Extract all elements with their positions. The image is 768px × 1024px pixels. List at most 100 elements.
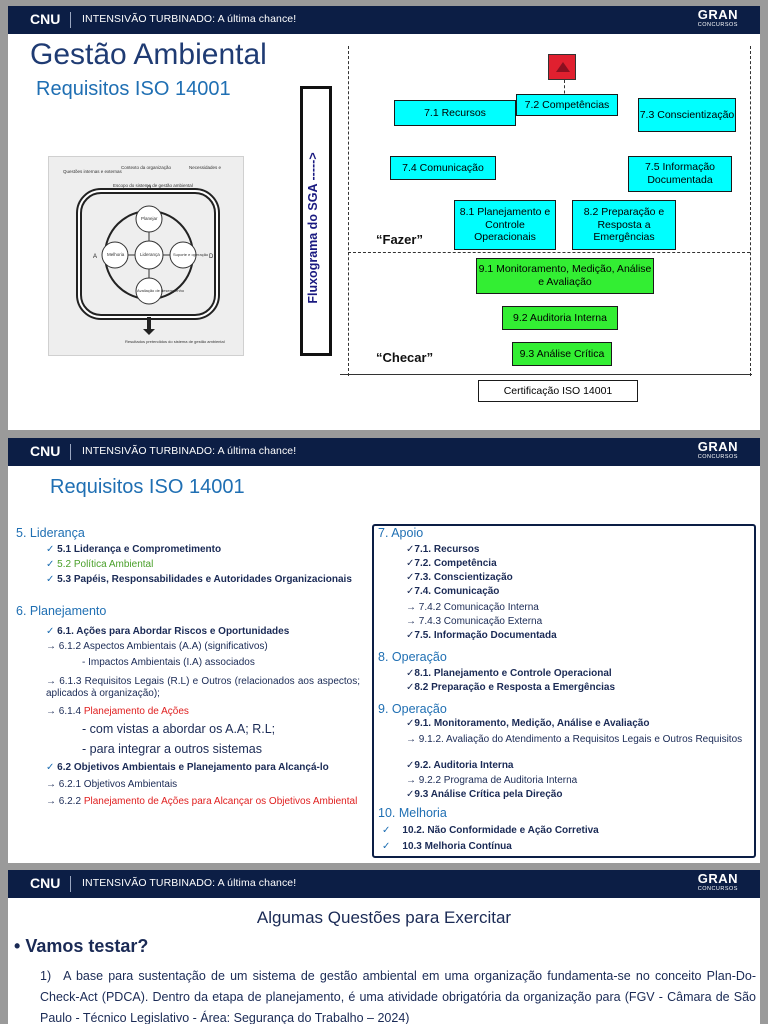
bullet-heading: • Vamos testar? bbox=[14, 936, 149, 956]
gran-logo: GRAN CONCURSOS bbox=[698, 440, 738, 461]
question-number: 1) bbox=[40, 969, 52, 983]
slide-subtitle: Requisitos ISO 14001 bbox=[36, 78, 231, 100]
slide-requisitos: CNU INTENSIVÃO TURBINADO: A última chanc… bbox=[8, 438, 760, 863]
item-10-3: ✓10.3 Melhoria Contínua bbox=[382, 841, 512, 852]
left-requirements-panel: 5. Liderança ✓ 5.1 Liderança e Compromet… bbox=[8, 522, 368, 862]
box-7-4: 7.4 Comunicação bbox=[390, 156, 496, 180]
triangle-icon bbox=[548, 54, 576, 80]
check-icon: ✓ bbox=[406, 789, 415, 800]
item-7-3: ✓7.3. Conscientização bbox=[406, 572, 513, 583]
item-7-5: ✓7.5. Informação Documentada bbox=[406, 630, 557, 641]
item-6-1: ✓ 6.1. Ações para Abordar Riscos e Oport… bbox=[46, 626, 290, 637]
slide-gestao-ambiental: CNU INTENSIVÃO TURBINADO: A última chanc… bbox=[8, 6, 760, 430]
pdca-figure: Questões internas e externas Contexto da… bbox=[48, 156, 244, 356]
box-9-3: 9.3 Análise Crítica bbox=[512, 342, 612, 366]
item-6-1-2-impacts: - Impactos Ambientais (I.A) associados bbox=[82, 657, 255, 668]
fig-c: C bbox=[147, 321, 152, 327]
sga-vertical-box bbox=[300, 86, 332, 356]
dashed-right-line bbox=[750, 46, 751, 376]
check-icon: ✓ bbox=[406, 668, 415, 679]
check-icon: ✓ bbox=[406, 544, 415, 555]
connector-top bbox=[564, 80, 565, 104]
slide-title: Gestão Ambiental bbox=[30, 38, 267, 71]
fig-a: A bbox=[93, 254, 97, 260]
header-divider bbox=[70, 444, 71, 460]
item-6-1-3: → 6.1.3 Requisitos Legais (R.L) e Outros… bbox=[46, 676, 360, 699]
item-5-1: ✓ 5.1 Liderança e Comprometimento bbox=[46, 544, 222, 555]
check-icon: ✓ bbox=[46, 762, 58, 773]
dashed-left-line bbox=[348, 46, 349, 376]
question-text: A base para sustentação de um sistema de… bbox=[40, 969, 756, 1024]
box-8-2: 8.2 Preparação e Resposta a Emergências bbox=[572, 200, 676, 250]
fig-p: P bbox=[147, 186, 151, 192]
item-9-1-2: → 9.1.2. Avaliação do Atendimento a Requ… bbox=[406, 734, 743, 745]
logo-bottom: CONCURSOS bbox=[697, 454, 738, 460]
question-1: 1)A base para sustentação de um sistema … bbox=[40, 966, 756, 1024]
header-tagline: INTENSIVÃO TURBINADO: A última chance! bbox=[82, 13, 297, 25]
check-icon: ✓ bbox=[406, 760, 415, 771]
gran-logo: GRAN CONCURSOS bbox=[698, 872, 738, 893]
item-7-1: ✓7.1. Recursos bbox=[406, 544, 480, 555]
item-10-2: ✓10.2. Não Conformidade e Ação Corretiva bbox=[382, 825, 599, 836]
arrow-right-icon: → bbox=[46, 676, 60, 687]
item-6-1-2: → 6.1.2 Aspectos Ambientais (A.A) (signi… bbox=[46, 641, 268, 652]
fig-melhoria: Melhoria bbox=[107, 252, 125, 257]
fig-bottom: Resultados pretendidos do sistema de ges… bbox=[125, 339, 225, 344]
item-5-2: ✓ 5.2 Política Ambiental bbox=[46, 559, 154, 570]
check-icon: ✓ bbox=[406, 718, 415, 729]
box-7-2: 7.2 Competências bbox=[516, 94, 618, 116]
slide-header: CNU INTENSIVÃO TURBINADO: A última chanc… bbox=[8, 438, 760, 466]
item-9-3: ✓9.3 Análise Crítica pela Direção bbox=[406, 789, 563, 800]
item-7-2: ✓7.2. Competência bbox=[406, 558, 497, 569]
check-icon: ✓ bbox=[382, 841, 391, 852]
box-7-3: 7.3 Conscientização bbox=[638, 98, 736, 132]
pdca-diagram: Questões internas e externas Contexto da… bbox=[63, 165, 225, 344]
header-divider bbox=[70, 876, 71, 892]
slide-header: CNU INTENSIVÃO TURBINADO: A última chanc… bbox=[8, 6, 760, 34]
logo-bottom: CONCURSOS bbox=[697, 886, 738, 892]
check-icon: ✓ bbox=[406, 572, 415, 583]
check-icon: ✓ bbox=[46, 626, 58, 637]
sga-vertical-label: Fluxograma do SGA -----> bbox=[306, 152, 320, 304]
check-icon: ✓ bbox=[406, 558, 415, 569]
item-9-2: ✓9.2. Auditoria Interna bbox=[406, 760, 514, 771]
item-8-2: ✓8.2 Preparação e Resposta a Emergências bbox=[406, 682, 616, 693]
arrow-right-icon: → bbox=[46, 706, 59, 717]
section-10: 10. Melhoria bbox=[378, 806, 447, 820]
label-fazer: “Fazer” bbox=[376, 232, 423, 247]
item-6-1-4-a: - com vistas a abordar os A.A; R.L; bbox=[82, 722, 276, 736]
header-tagline: INTENSIVÃO TURBINADO: A última chance! bbox=[82, 877, 297, 889]
box-7-1: 7.1 Recursos bbox=[394, 100, 516, 126]
item-6-1-4-b: - para integrar a outros sistemas bbox=[82, 742, 262, 756]
header-tagline: INTENSIVÃO TURBINADO: A última chance! bbox=[82, 445, 297, 457]
fig-lideranca: Liderança bbox=[140, 252, 160, 257]
fig-planejar: Planejar bbox=[141, 216, 158, 221]
fig-avaliacao: Avaliação de desempenho bbox=[137, 288, 185, 293]
box-9-1: 9.1 Monitoramento, Medição, Análise e Av… bbox=[476, 258, 654, 294]
label-checar: “Checar” bbox=[376, 350, 434, 365]
check-icon: ✓ bbox=[46, 559, 58, 570]
right-requirements-panel: 7. Apoio ✓7.1. Recursos ✓7.2. Competênci… bbox=[372, 524, 756, 858]
slide-subtitle: Requisitos ISO 14001 bbox=[50, 476, 245, 498]
item-7-4-3: → 7.4.3 Comunicação Externa bbox=[406, 616, 543, 627]
check-icon: ✓ bbox=[406, 586, 415, 597]
item-6-1-4: → 6.1.4 Planejamento de Ações bbox=[46, 706, 189, 717]
item-6-2: ✓ 6.2 Objetivos Ambientais e Planejament… bbox=[46, 762, 329, 773]
arrow-right-icon: → bbox=[406, 734, 419, 745]
check-icon: ✓ bbox=[406, 630, 415, 641]
logo-top: GRAN bbox=[697, 871, 738, 886]
slide-questoes: CNU INTENSIVÃO TURBINADO: A última chanc… bbox=[8, 870, 760, 1024]
arrow-right-icon: → bbox=[406, 616, 419, 627]
gran-logo: GRAN CONCURSOS bbox=[698, 8, 738, 29]
fig-scope: Escopo do sistema de gestão ambiental bbox=[113, 183, 193, 188]
header-divider bbox=[70, 12, 71, 28]
logo-bottom: CONCURSOS bbox=[697, 22, 738, 28]
brand-label: CNU bbox=[30, 443, 61, 459]
item-8-1: ✓8.1. Planejamento e Controle Operaciona… bbox=[406, 668, 612, 679]
arrow-right-icon: → bbox=[46, 779, 59, 790]
box-certificacao: Certificação ISO 14001 bbox=[478, 380, 638, 402]
item-9-2-2: → 9.2.2 Programa de Auditoria Interna bbox=[406, 775, 578, 786]
slide-header: CNU INTENSIVÃO TURBINADO: A última chanc… bbox=[8, 870, 760, 898]
section-5: 5. Liderança bbox=[16, 526, 85, 540]
check-icon: ✓ bbox=[46, 574, 58, 585]
